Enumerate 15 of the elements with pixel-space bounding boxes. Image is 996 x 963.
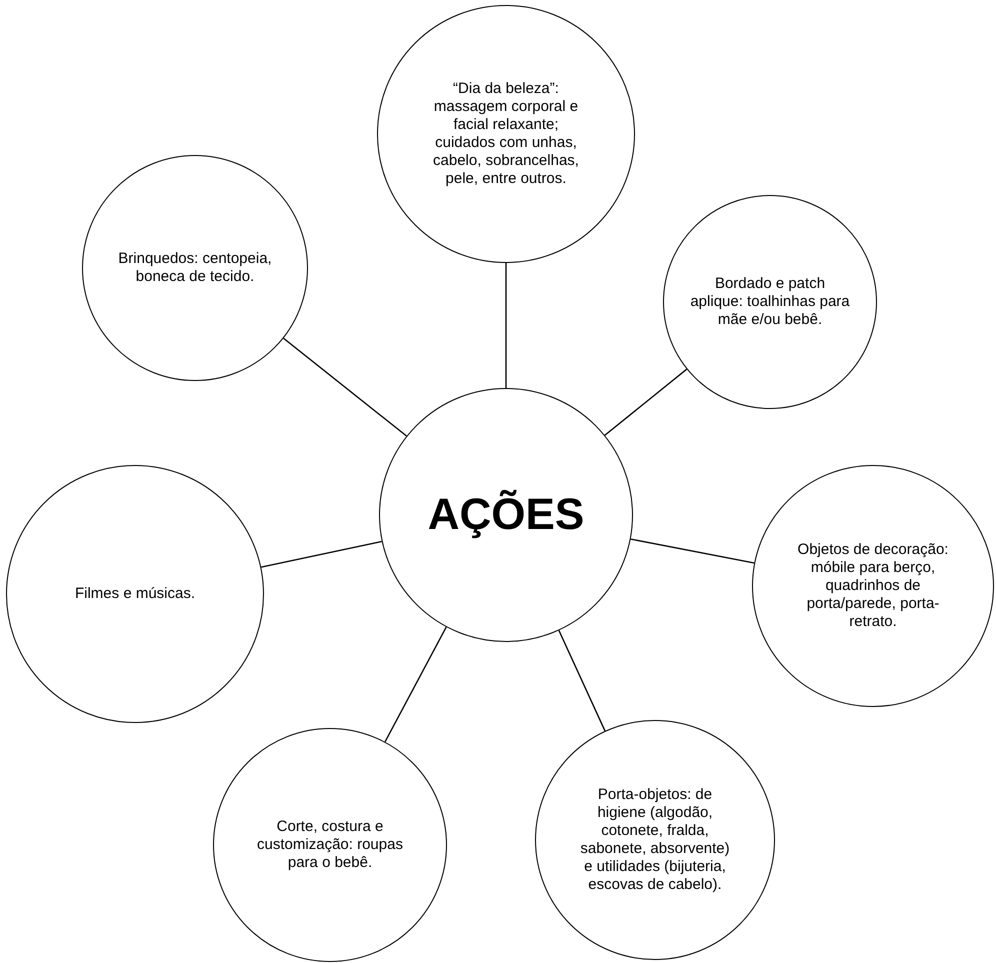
connector-line bbox=[283, 338, 407, 437]
central-title: AÇÕES bbox=[426, 488, 586, 541]
connector-line bbox=[630, 538, 754, 564]
connector-line bbox=[261, 540, 382, 568]
connector-line bbox=[558, 630, 606, 732]
topic-text: “Dia da beleza”: massagem corporal e facial relaxante; cuidados com unhas, cabelo, sobrancelhas, pele, entre outros. bbox=[432, 80, 580, 188]
topic-text: Objetos de decoração: móbile para berço, quadrinhos de porta/parede, porta-retrato. bbox=[796, 541, 950, 631]
connector-line bbox=[604, 368, 688, 436]
connector-line bbox=[505, 263, 507, 388]
connector-line bbox=[384, 626, 447, 742]
topic-text: Porta-objetos: de higiene (algodão, cotonete, fralda, sabonete, absorvente) e utilidades (bijuteria, escovas de cabelo). bbox=[579, 786, 731, 894]
topic-text: Bordado e patch aplique: toalhinhas para mãe e/ou bebê. bbox=[690, 275, 850, 329]
topic-text: Brinquedos: centopeia, boneca de tecido. bbox=[117, 250, 273, 286]
topic-text: Corte, costura e customização: roupas para o bebê. bbox=[256, 818, 404, 872]
topic-text: Filmes e músicas. bbox=[74, 585, 196, 603]
